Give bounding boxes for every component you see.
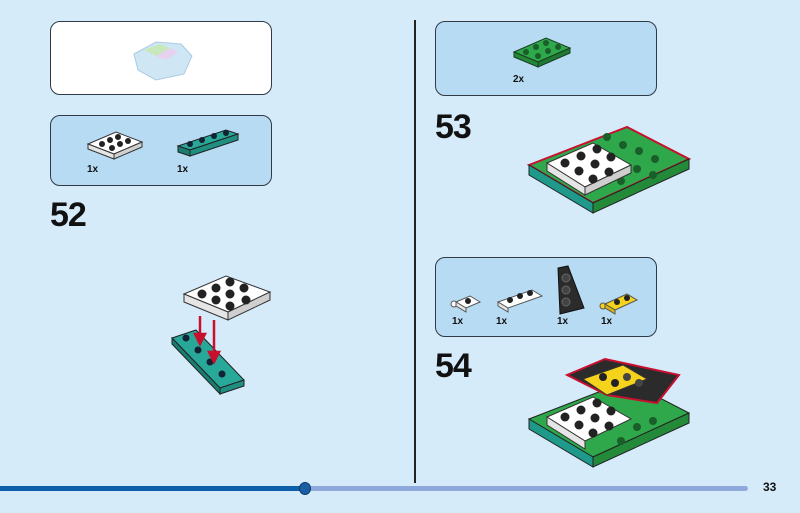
parts-list-step-54: 1x 1x 1x 1x: [435, 257, 657, 337]
step-54-assembly-image: [527, 357, 691, 468]
parts-list-step-53: 2x: [435, 21, 657, 96]
part-qty: 1x: [557, 316, 569, 327]
part-qty: 1x: [177, 164, 189, 175]
progress-fill: [0, 486, 306, 491]
part-yellow-clip-plate: [599, 293, 639, 315]
part-qty: 1x: [452, 316, 464, 327]
step-number: 52: [50, 196, 87, 234]
progress-handle[interactable]: [299, 482, 312, 495]
step-number: 53: [435, 108, 472, 146]
part-teal-plate-1x4: [176, 129, 240, 157]
page-number: 33: [763, 480, 777, 494]
parts-list-step-52: 1x 1x: [50, 115, 272, 186]
part-white-plate-1x3: [496, 289, 544, 313]
step-53-assembly-image: [526, 125, 692, 214]
part-qty: 1x: [601, 316, 613, 327]
step-52-assembly-image: [171, 275, 272, 396]
part-qty: 2x: [513, 74, 525, 85]
column-divider: [414, 20, 416, 483]
part-white-plate-2x4: [86, 131, 144, 160]
progress-track[interactable]: [0, 486, 748, 491]
model-overview-panel: [50, 21, 272, 95]
part-green-plate-2x4: [512, 37, 572, 68]
part-black-wedge-plate: [557, 265, 585, 315]
part-qty: 1x: [87, 164, 99, 175]
part-white-clip-plate: [450, 295, 482, 313]
part-qty: 1x: [496, 316, 508, 327]
model-preview-image: [133, 41, 193, 81]
step-number: 54: [435, 347, 472, 385]
